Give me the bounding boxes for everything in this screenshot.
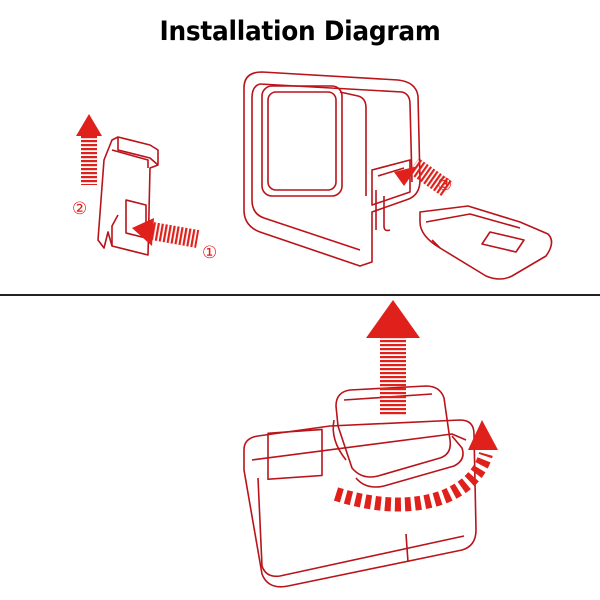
step3-arrow-icon [394, 158, 454, 197]
lift-up-arrow-icon [366, 300, 420, 416]
step1-arrow-icon [132, 218, 200, 248]
panel-divider [0, 294, 600, 296]
step2-label: ② [72, 199, 87, 219]
rotate-arrow-icon [333, 420, 498, 512]
camera-lens-cover-illustration [243, 385, 477, 588]
camera-frame-illustration [243, 71, 553, 280]
step2-arrow-icon [76, 114, 102, 185]
step3-label: ③ [437, 175, 452, 195]
diagram-title: Installation Diagram [159, 16, 441, 47]
step1-label: ① [202, 243, 217, 263]
